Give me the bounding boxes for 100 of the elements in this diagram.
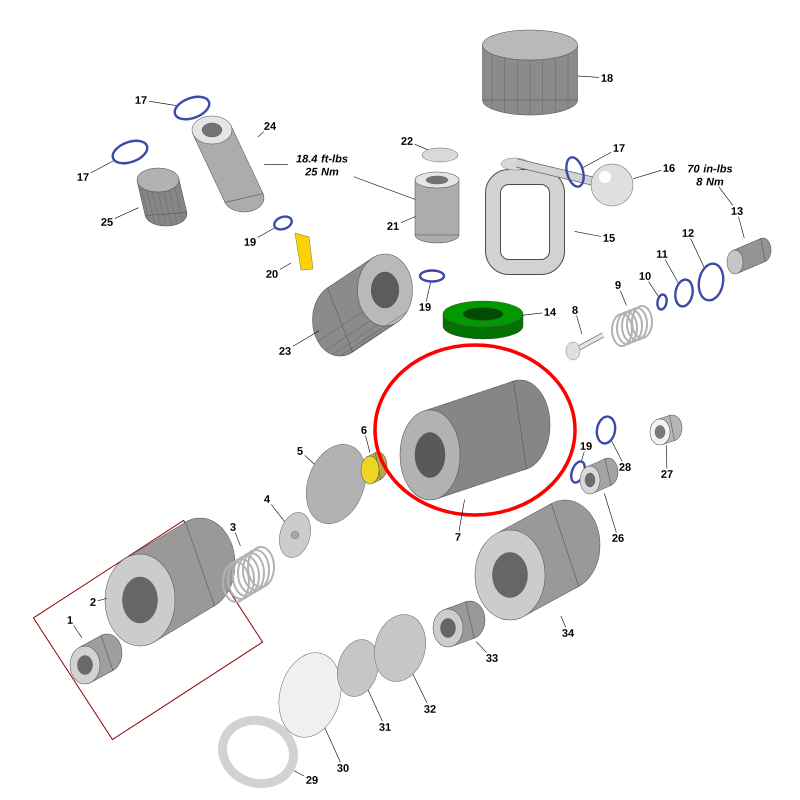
disc-drawing <box>422 148 458 162</box>
callout-number: 7 <box>455 533 461 541</box>
leader-line <box>97 598 108 602</box>
callout-number: 19 <box>420 303 431 311</box>
leader-line <box>148 100 177 106</box>
leader-line <box>90 160 114 174</box>
callout-number: 29 <box>306 776 318 784</box>
cylinder-part-drawing <box>360 452 388 484</box>
leader-line <box>738 216 745 239</box>
o-ring <box>674 278 694 308</box>
leader-line <box>604 493 617 533</box>
leader-line <box>426 282 431 302</box>
callout-number: 27 <box>661 470 673 478</box>
leader-line <box>458 499 465 532</box>
leader-line <box>270 504 285 522</box>
cylinder-part-drawing <box>442 300 524 340</box>
leader-line <box>577 76 600 78</box>
callout-number: 17 <box>614 144 625 152</box>
callout-number: 18 <box>602 74 613 82</box>
cylinder-part-drawing <box>726 238 772 274</box>
disc-drawing <box>278 652 342 738</box>
cylinder-part-drawing <box>650 414 682 446</box>
leader-line <box>664 259 678 283</box>
disc-drawing <box>306 444 366 524</box>
callout-number: 31 <box>379 723 391 731</box>
callout-number: 30 <box>337 764 349 772</box>
leader-line <box>576 315 582 335</box>
disc-drawing <box>337 639 379 697</box>
callout-number: 13 <box>732 207 743 215</box>
leader-line <box>476 641 487 653</box>
leader-line <box>114 207 139 219</box>
leader-line <box>620 290 627 306</box>
leader-line <box>292 330 320 347</box>
torque-label: 18.4 ft-lbs 25 Nm <box>296 154 348 176</box>
callout-number: 15 <box>604 234 615 242</box>
callout-number: 19 <box>244 238 256 246</box>
knob-drawing <box>136 168 188 226</box>
cylinder-part-drawing <box>474 500 600 620</box>
callout-number: 2 <box>90 598 96 606</box>
spring-drawing <box>222 546 275 603</box>
knob-drawing <box>312 254 413 356</box>
leader-line <box>414 144 428 150</box>
cylinder-part-drawing <box>580 458 618 494</box>
leader-line <box>365 435 370 453</box>
callout-number: 16 <box>664 164 675 172</box>
callout-number: 23 <box>279 347 291 355</box>
o-ring <box>273 215 293 231</box>
leader-line <box>648 281 659 297</box>
cylinder-part-drawing <box>192 116 264 212</box>
ball-handle-drawing <box>516 158 634 206</box>
o-ring <box>596 415 616 445</box>
disc-drawing <box>279 512 311 558</box>
yoke-drawing <box>485 158 565 275</box>
cylinder-part-drawing <box>400 380 550 500</box>
leader-line <box>632 170 662 179</box>
highlight-circle <box>373 343 577 517</box>
callout-number: 4 <box>264 495 270 503</box>
callout-number: 10 <box>640 272 651 280</box>
cylinder-part-drawing <box>432 600 486 648</box>
leader-line <box>412 674 428 704</box>
callout-number: 34 <box>562 629 574 637</box>
leader-line <box>280 262 292 270</box>
torque-label: 70 in-lbs 8 Nm <box>688 164 732 186</box>
leader-line <box>666 444 668 469</box>
cylinder-part-drawing <box>70 634 122 684</box>
o-ring <box>418 269 446 283</box>
cylinder-part-drawing <box>414 172 460 244</box>
callout-number: 20 <box>266 270 278 278</box>
disc-drawing <box>374 614 426 682</box>
leader-line <box>294 770 304 776</box>
spring-drawing <box>611 305 653 347</box>
callout-number: 5 <box>297 447 303 455</box>
o-ring <box>565 156 585 188</box>
callout-number: 26 <box>612 534 624 542</box>
leader-line <box>258 228 275 238</box>
leader-line <box>522 312 542 316</box>
callout-number: 32 <box>424 705 436 713</box>
o-ring <box>112 140 148 164</box>
leader-line <box>400 216 416 224</box>
leader-line <box>368 690 383 722</box>
callout-number: 21 <box>387 222 399 230</box>
leader-line <box>304 455 315 464</box>
o-ring <box>656 293 668 311</box>
callout-number: 14 <box>544 308 556 316</box>
callout-number: 19 <box>580 442 592 450</box>
leader-line <box>611 440 622 462</box>
callout-number: 8 <box>572 306 578 314</box>
callout-number: 28 <box>619 463 631 471</box>
callout-number: 3 <box>230 523 236 531</box>
callout-number: 22 <box>401 137 413 145</box>
leader-line <box>582 152 612 168</box>
leader-line <box>353 176 416 200</box>
leader-line <box>258 131 264 138</box>
leader-line <box>264 164 288 165</box>
pin-drawing <box>566 332 604 360</box>
callout-number: 1 <box>68 616 73 624</box>
o-ring <box>698 262 724 302</box>
callout-number: 24 <box>264 122 276 130</box>
o-ring <box>174 96 210 120</box>
leader-line <box>324 728 341 763</box>
